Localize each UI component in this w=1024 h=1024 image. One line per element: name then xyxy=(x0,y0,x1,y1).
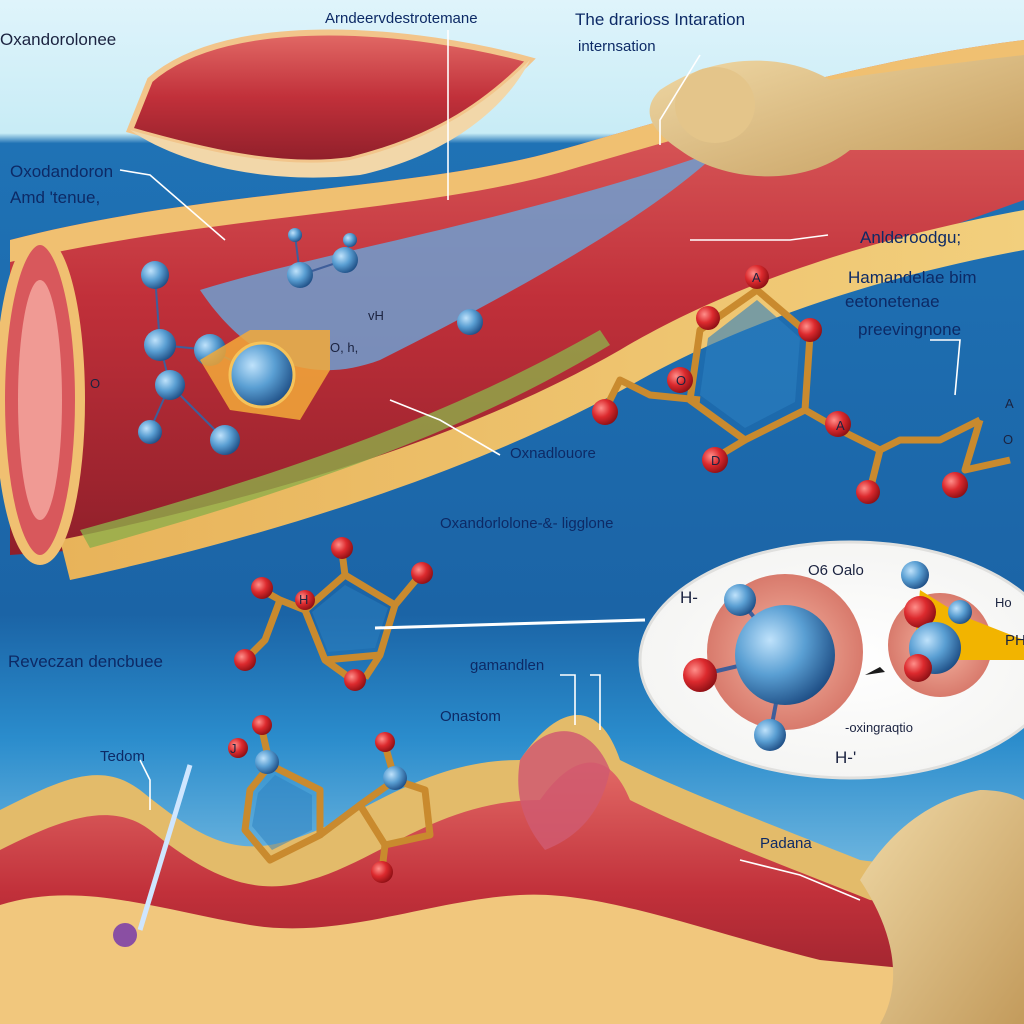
tendon-lower xyxy=(60,210,1024,580)
label-internsation: internsation xyxy=(578,38,656,55)
atom-mark-a1: A xyxy=(752,270,761,285)
hexagon-fill xyxy=(700,300,800,428)
atom-mark-d1: D xyxy=(711,453,721,468)
label-preevingnone: preevingnone xyxy=(858,320,962,339)
leader-lines xyxy=(119,30,961,901)
label-oxnadlouore: Oxnadlouore xyxy=(510,445,596,462)
label-drarioss-intaration: The drarioss Intaration xyxy=(575,10,746,29)
callout-label-ho: Ho xyxy=(995,595,1012,610)
label-oxodandoron: Oxodandoron xyxy=(10,162,114,181)
lower-tendon xyxy=(0,894,1024,1024)
label-padana: Padana xyxy=(760,835,812,852)
oxygen-atoms-center xyxy=(234,537,433,691)
callout-label-ph: PH xyxy=(1005,632,1024,649)
atom-mark-oh: O, h, xyxy=(330,340,359,355)
muscle-flap xyxy=(125,29,536,166)
atom-mark-a3: A xyxy=(1005,396,1014,411)
tissue-nodule xyxy=(113,923,137,947)
tendon-fibres xyxy=(200,150,720,371)
atom-mark-o2: O xyxy=(1003,432,1014,447)
callout-molecule xyxy=(683,561,1024,751)
muscle-cross-section-core xyxy=(18,280,62,520)
atom-mark-o1: O xyxy=(676,373,687,388)
label-anlderoodgu: Anlderoodgu; xyxy=(860,228,962,247)
label-gamandlen: gamandlen xyxy=(470,657,545,674)
atom-mark-a2: A xyxy=(836,418,845,433)
bottom-hex-fill xyxy=(252,775,312,850)
muscle-flap-underside xyxy=(130,60,530,178)
oxygen-atoms-right xyxy=(592,265,968,504)
pentagon-fill xyxy=(312,585,388,652)
callout-label-h2: H-' xyxy=(835,748,857,767)
gamandlen-peak xyxy=(518,731,610,850)
bottom-atoms xyxy=(228,715,407,883)
atom-mark-j: J xyxy=(230,741,237,756)
tendon-strand xyxy=(137,764,193,931)
label-amd-tenue: Amd 'tenue, xyxy=(10,188,101,207)
atom-mark-vh: vH xyxy=(368,308,384,323)
central-atom xyxy=(228,341,296,409)
label-arndeervdestrotemane: Arndeervdestrotemane xyxy=(325,10,478,27)
atom-mark-o-left: O xyxy=(90,376,101,391)
callout-label-oxingraqtio: -oxingraqtio xyxy=(845,720,913,735)
tissue-strip xyxy=(80,330,610,548)
label-tedom: Tedom xyxy=(100,748,146,765)
label-hamandelae-bim: Hamandelae bim xyxy=(848,268,977,287)
bone-joint-lower xyxy=(860,790,1024,1024)
atom-mark-h: H xyxy=(299,592,309,607)
label-reveczan-dencbuee: Reveczan dencbuee xyxy=(8,652,164,671)
label-oxandorolonee: Oxandorolonee xyxy=(0,30,117,49)
label-eetonetenae: eetonetenae xyxy=(845,292,940,311)
blue-atoms xyxy=(138,228,483,455)
callout-label-h: H- xyxy=(680,588,698,607)
callout-pointer xyxy=(374,618,646,630)
callout-arrow xyxy=(865,667,885,675)
bone-knob xyxy=(675,67,755,143)
label-oxandorlolone-ligglone: Oxandorlolone-&- ligglone xyxy=(440,515,614,532)
label-onastom: Onastom xyxy=(440,708,501,725)
callout-label-o6-oalo: O6 Oalo xyxy=(808,562,864,579)
